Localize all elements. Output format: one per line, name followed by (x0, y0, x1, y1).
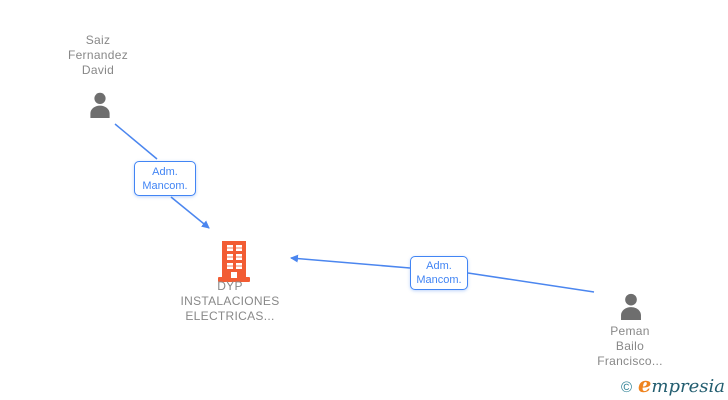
copyright-icon: © (620, 379, 633, 396)
relation1-line1: Adm. (152, 165, 178, 178)
relation-label-adm-mancom-2[interactable]: Adm. Mancom. (410, 256, 468, 290)
company-name-line3: ELECTRICAS... (185, 309, 275, 323)
company-name-line1: DYP (217, 279, 243, 293)
person2-name-line2: Bailo (615, 339, 645, 353)
edge-relation1-to-company-arrow (170, 196, 210, 229)
node-label-person2[interactable]: Peman Bailo Francisco... (580, 324, 680, 369)
person-node-1[interactable] (86, 92, 114, 123)
company-name-line2: INSTALACIONES (180, 294, 280, 308)
relation1-line2: Mancom. (142, 179, 188, 192)
brand-initial: e (638, 372, 652, 397)
person1-name-line1: Saiz (85, 33, 111, 47)
building-icon (218, 241, 250, 286)
person-icon (86, 92, 114, 122)
person2-name-line1: Peman (610, 324, 650, 338)
edge-person1-to-relation1 (114, 123, 158, 160)
node-label-company[interactable]: DYP INSTALACIONES ELECTRICAS... (150, 279, 310, 324)
empresia-logo[interactable]: © empresia (621, 372, 725, 397)
person2-name-line3: Francisco... (597, 354, 663, 368)
node-label-person1[interactable]: Saiz Fernandez David (48, 33, 148, 78)
person-node-2[interactable] (616, 293, 646, 325)
brand-rest: mpresia (651, 376, 725, 397)
person-icon (616, 293, 646, 324)
brand-wordmark: empresia (638, 372, 725, 397)
relation2-line1: Adm. (426, 260, 452, 272)
company-node[interactable] (218, 241, 250, 287)
relation2-line2: Mancom. (416, 274, 462, 286)
edge-relation2-to-person2 (467, 272, 595, 293)
person1-name-line3: David (81, 63, 115, 77)
relation-label-adm-mancom-1[interactable]: Adm. Mancom. (134, 161, 196, 196)
edge-relation2-to-company-arrow (290, 254, 411, 269)
person1-name-line2: Fernandez (67, 48, 129, 62)
